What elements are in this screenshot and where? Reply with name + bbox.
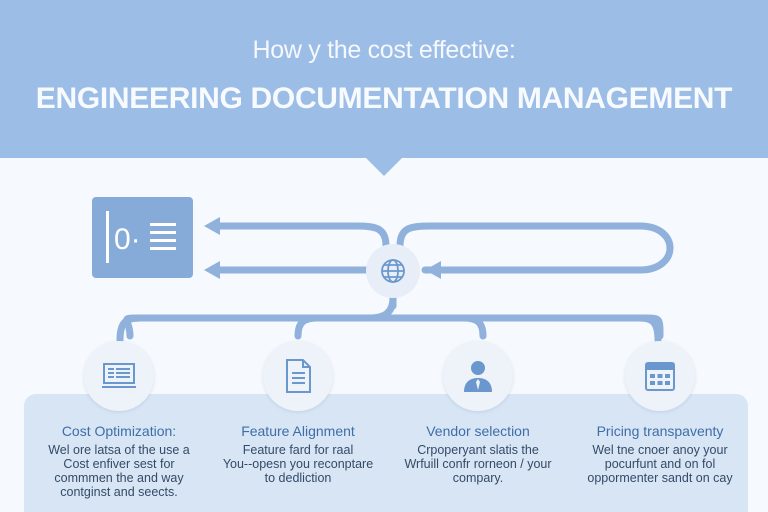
feature-circle-vendor <box>443 341 513 411</box>
branch-left <box>116 314 144 344</box>
feature-label-pricing: Pricing transpaventy <box>596 423 724 439</box>
hub-node <box>366 244 420 298</box>
header-subtitle: How y the cost effective: <box>252 36 516 64</box>
feature-desc-pricing: Wel tne cnoer anoy your pocurfunt and on… <box>570 443 750 485</box>
document-card-text: 0· <box>114 223 141 256</box>
document-card: 0· <box>92 197 193 278</box>
upper-arrowhead <box>204 217 220 235</box>
feature-label-alignment: Feature Alignment <box>241 423 355 439</box>
branch-2 <box>294 314 322 340</box>
desc-line: to dedliction <box>264 471 332 485</box>
desc-line: compary. <box>452 471 504 485</box>
drop-center <box>366 294 397 322</box>
globe-icon <box>381 259 405 283</box>
feature-desc-alignment: Feature fard for raal You--opesn you rec… <box>208 443 388 485</box>
desc-line: pocurfunt and on fol <box>604 457 716 471</box>
calendar-icon <box>645 362 675 391</box>
branch-4 <box>636 314 662 344</box>
person-icon <box>464 361 492 392</box>
document-icon <box>286 359 311 393</box>
desc-line: Feature fard for raal <box>242 443 354 457</box>
desc-line: Wel ore latsa of the use a <box>48 443 190 457</box>
branch-3 <box>459 314 487 340</box>
right-arrowhead <box>425 261 441 279</box>
desc-line: oppormenter sandt on cay <box>587 471 733 485</box>
header-title: ENGINEERING DOCUMENTATION MANAGEMENT <box>35 82 733 115</box>
feature-circle-cost <box>84 341 154 411</box>
upper-return-line <box>208 222 390 250</box>
feature-circle-pricing <box>625 341 695 411</box>
lower-arrowhead <box>204 261 220 279</box>
header-banner: How y the cost effective: ENGINEERING DO… <box>0 0 768 158</box>
upper-arrow-line <box>396 222 674 274</box>
features-panel <box>24 394 748 512</box>
desc-line: Cost enfiver sest for <box>63 457 175 471</box>
feature-label-cost: Cost Optimization: <box>61 423 177 439</box>
branch-line <box>123 314 664 340</box>
desc-line: Wel tne cnoer anoy your <box>592 443 728 457</box>
document-list-icon: 0· <box>106 211 176 263</box>
desc-line: contginst and seects. <box>60 485 178 499</box>
feature-desc-vendor: Crpoperyant slatis the Wrfuill confr ror… <box>388 443 568 485</box>
feature-label-vendor: Vendor selection <box>426 423 530 439</box>
desc-line: commmen the and way <box>54 471 184 485</box>
desc-line: You--opesn you reconptare <box>222 457 374 471</box>
monitor-icon <box>102 363 136 388</box>
feature-circle-alignment <box>263 341 333 411</box>
desc-line: Crpoperyant slatis the <box>417 443 539 457</box>
feature-desc-cost: Wel ore latsa of the use a Cost enfiver … <box>29 443 209 499</box>
header-pointer <box>366 158 402 176</box>
desc-line: Wrfuill confr rorneon / your <box>404 457 552 471</box>
